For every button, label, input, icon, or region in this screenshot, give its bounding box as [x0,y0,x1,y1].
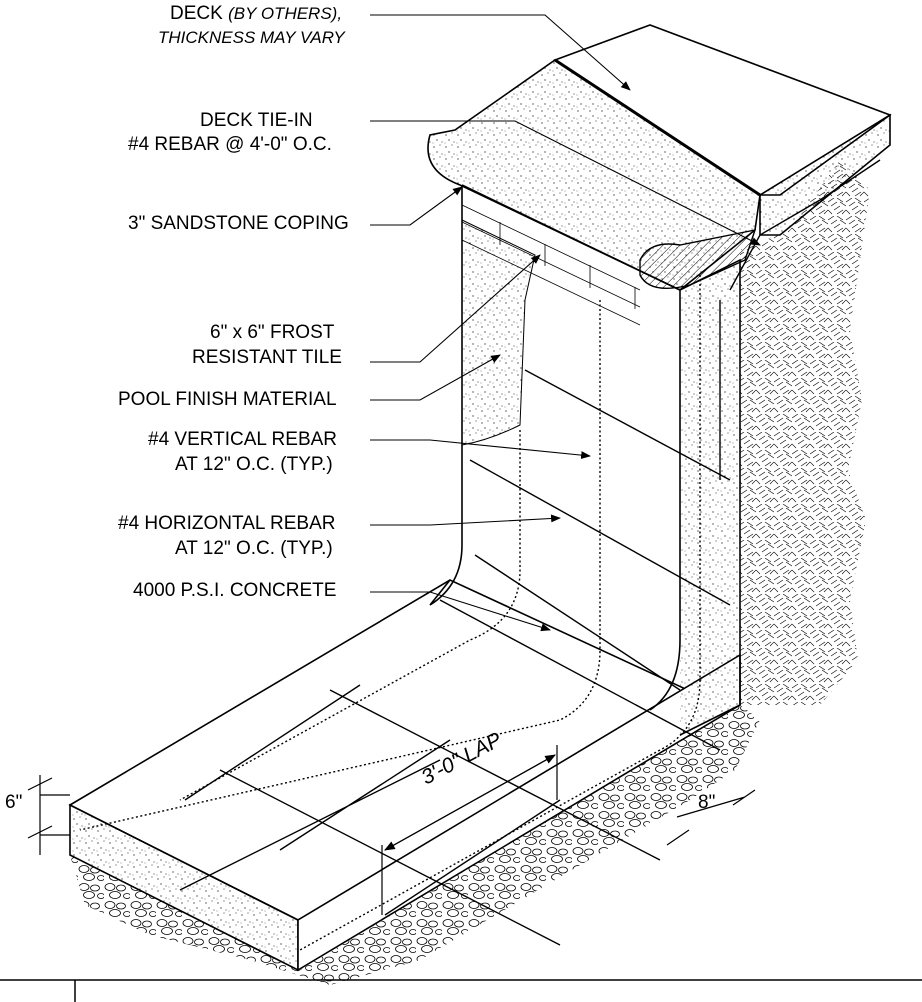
horizontal-rebar-label-line1: #4 HORIZONTAL REBAR [118,513,336,534]
wall-thickness-dimension: 8" [698,792,716,813]
deck-label-note: (BY OTHERS), [228,4,343,23]
tile-label-line1: 6" x 6" FROST [210,322,335,343]
pool-finish-label: POOL FINISH MATERIAL [118,389,337,410]
coping-label: 3" SANDSTONE COPING [128,213,349,234]
vertical-rebar-label-line2: AT 12" O.C. (TYP.) [175,454,333,475]
gravel-subbase [70,705,760,985]
tile-and-finish [461,195,641,446]
horizontal-rebar-label-line2: AT 12" O.C. (TYP.) [175,538,333,559]
vertical-rebar-label-line1: #4 VERTICAL REBAR [148,429,338,450]
concrete-label: 4000 P.S.I. CONCRETE [133,580,337,601]
deck-label-main: DECK [170,3,223,24]
deck-tiein-rebar-label: #4 REBAR @ 4'-0" O.C. [128,134,332,155]
leader-lines [370,14,761,632]
deck-label: DECK (BY OTHERS), [170,3,342,25]
dimension-marks [27,745,756,915]
slab-thickness-dimension: 6" [5,792,23,813]
tile-label-line2: RESISTANT TILE [192,347,342,368]
title-block-border [0,979,922,1002]
soil-backfill [740,160,870,705]
deck-thickness-label: THICKNESS MAY VARY [158,28,345,47]
sandstone-coping [427,59,761,291]
deck-slab [553,24,892,236]
rebar [79,159,881,951]
deck-tiein-label: DECK TIE-IN [200,110,313,131]
